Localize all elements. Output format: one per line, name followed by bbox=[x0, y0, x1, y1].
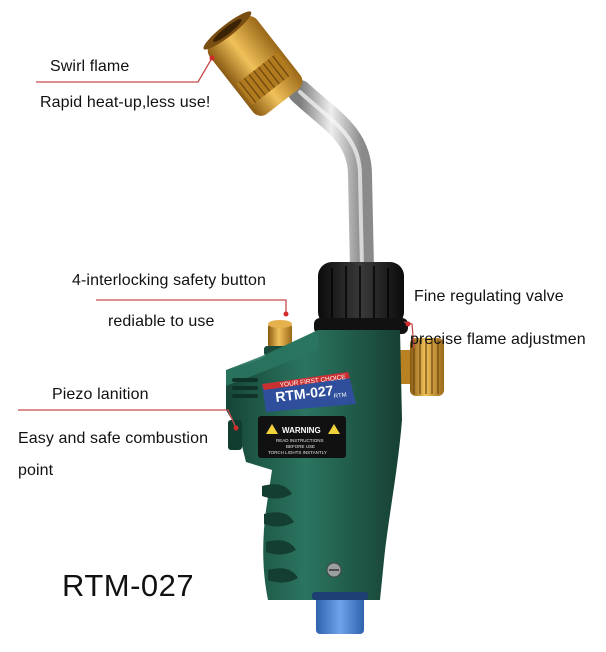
warning-title-text: WARNING bbox=[282, 426, 321, 435]
callout-piezo-subtitle: Easy and safe combustion bbox=[18, 430, 209, 447]
callout-piezo-title: Piezo lanition bbox=[52, 386, 149, 403]
warning-line-3: TORCH LIGHTS INSTANTLY bbox=[268, 450, 327, 455]
warning-line-2: BEFORE USE bbox=[286, 444, 315, 449]
warning-label bbox=[258, 416, 346, 458]
callout-lines bbox=[18, 57, 415, 429]
callout-valve-title: Fine regulating valve bbox=[414, 288, 564, 305]
callout-piezo-subtitle-2: point bbox=[18, 462, 54, 479]
brass-nozzle bbox=[203, 11, 303, 116]
callout-safety-subtitle: rediable to use bbox=[108, 313, 215, 330]
grip-ridges bbox=[262, 484, 298, 583]
model-label: RTM-027 bbox=[62, 568, 195, 603]
callout-safety-title: 4-interlocking safety button bbox=[72, 272, 267, 289]
callout-swirl-subtitle: Rapid heat-up,less use! bbox=[40, 94, 211, 111]
blue-base bbox=[316, 596, 364, 634]
piezo-trigger bbox=[228, 420, 242, 450]
logo-text: RTM bbox=[334, 392, 348, 400]
torch-model-text: RTM-027 bbox=[274, 382, 334, 405]
callout-valve-subtitle: precise flame adjustmen bbox=[410, 331, 586, 348]
callout-swirl-title: Swirl flame bbox=[50, 58, 130, 75]
warning-line-1: READ INSTRUCTIONS bbox=[276, 438, 324, 443]
